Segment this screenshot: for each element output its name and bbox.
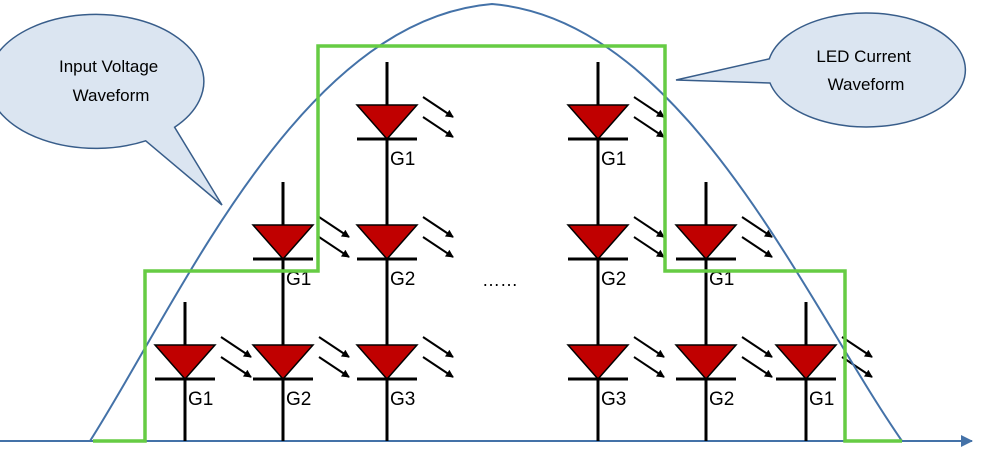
light-emission-arrow xyxy=(318,216,350,238)
light-emission-arrow xyxy=(741,236,773,258)
diode-triangle xyxy=(355,104,419,141)
group-label: G3 xyxy=(390,389,415,410)
light-emission-arrow xyxy=(633,96,665,118)
diode-triangle xyxy=(355,344,419,381)
light-emission-arrow xyxy=(741,336,773,358)
callout-line: LED Current xyxy=(816,47,911,66)
light-emission-arrow xyxy=(318,356,350,378)
led-column: G1 xyxy=(153,302,252,441)
group-label: G2 xyxy=(601,269,626,290)
svg-text:Input Voltage Waveform: Input Voltage Waveform xyxy=(59,57,163,105)
light-emission-arrow xyxy=(633,356,665,378)
callout-line: Waveform xyxy=(73,86,150,105)
led-diode: G2 xyxy=(566,216,665,290)
led-diode: G1 xyxy=(153,336,252,410)
led-diode: G3 xyxy=(355,336,454,410)
led-diode: G2 xyxy=(355,216,454,290)
light-emission-arrow xyxy=(422,216,454,238)
diode-triangle xyxy=(153,344,217,381)
diode-triangle xyxy=(566,344,630,381)
svg-text:LED Current Waveform: LED Current Waveform xyxy=(816,47,915,94)
diode-triangle xyxy=(566,224,630,261)
diode-triangle xyxy=(566,104,630,141)
light-emission-arrow xyxy=(841,336,873,358)
callout-bubble xyxy=(0,13,223,206)
led-diode: G1 xyxy=(355,96,454,170)
light-emission-arrow xyxy=(741,216,773,238)
led-diode: G3 xyxy=(566,336,665,410)
light-emission-arrow xyxy=(220,356,252,378)
callout-bubble xyxy=(675,12,967,128)
group-label: G1 xyxy=(390,149,415,170)
diode-triangle xyxy=(774,344,838,381)
light-emission-arrow xyxy=(422,96,454,118)
led-diode: G1 xyxy=(566,96,665,170)
group-label: G1 xyxy=(809,389,834,410)
led-diode: G1 xyxy=(674,216,773,290)
light-emission-arrow xyxy=(633,216,665,238)
input-voltage-callout: Input Voltage Waveform xyxy=(0,13,223,206)
input-voltage-waveform xyxy=(89,2,903,442)
led-current-waveform xyxy=(93,44,902,443)
light-emission-arrow xyxy=(633,236,665,258)
led-current-callout: LED Current Waveform xyxy=(675,12,967,128)
callout-line: Input Voltage xyxy=(59,57,158,76)
light-emission-arrow xyxy=(422,116,454,138)
diode-triangle xyxy=(355,224,419,261)
light-emission-arrow xyxy=(422,236,454,258)
group-label: G1 xyxy=(601,149,626,170)
group-label: G1 xyxy=(188,389,213,410)
light-emission-arrow xyxy=(422,336,454,358)
diode-triangle xyxy=(674,344,738,381)
light-emission-arrow xyxy=(220,336,252,358)
diode-triangle xyxy=(674,224,738,261)
ellipsis-text: …… xyxy=(482,270,518,290)
led-diode: G1 xyxy=(774,336,873,410)
led-diode: G1 xyxy=(251,216,350,290)
light-emission-arrow xyxy=(633,116,665,138)
light-emission-arrow xyxy=(841,356,873,378)
led-column: G1 xyxy=(774,302,873,441)
group-label: G3 xyxy=(601,389,626,410)
group-label: G1 xyxy=(286,269,311,290)
diode-triangle xyxy=(251,344,315,381)
group-label: G2 xyxy=(390,269,415,290)
led-diode: G2 xyxy=(674,336,773,410)
led-diode: G2 xyxy=(251,336,350,410)
light-emission-arrow xyxy=(318,236,350,258)
light-emission-arrow xyxy=(318,336,350,358)
group-label: G2 xyxy=(709,389,734,410)
callout-line: Waveform xyxy=(828,75,905,94)
group-label: G2 xyxy=(286,389,311,410)
diode-triangle xyxy=(251,224,315,261)
light-emission-arrow xyxy=(422,356,454,378)
light-emission-arrow xyxy=(633,336,665,358)
light-emission-arrow xyxy=(741,356,773,378)
group-label: G1 xyxy=(709,269,734,290)
